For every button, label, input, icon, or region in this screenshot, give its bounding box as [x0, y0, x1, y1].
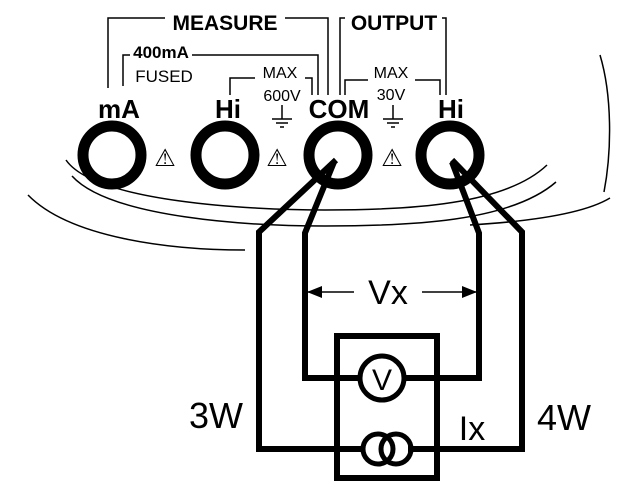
current-source-icon — [360, 431, 414, 467]
jack-ma[interactable] — [77, 120, 147, 190]
jack-label-ma: mA — [98, 94, 140, 124]
ground-icon — [272, 105, 292, 128]
warning-triangle-icon: ⚠ — [266, 145, 288, 172]
hi-to-voltmeter-wire — [405, 160, 482, 381]
warning-triangle-icon: ⚠ — [381, 145, 403, 172]
three-wire-label: 3W — [189, 395, 243, 436]
vx-label: Vx — [368, 274, 408, 312]
ground-icon — [383, 105, 403, 128]
com-to-voltmeter-wire — [302, 160, 360, 381]
3w-com-to-source-wire — [256, 157, 366, 452]
fuse-rating-label: 400mA — [133, 43, 189, 62]
bracket-lines — [107, 17, 447, 95]
instrument-housing — [27, 54, 611, 251]
measure-max-value: 600V — [263, 88, 301, 105]
jack-label-output-hi: Hi — [438, 94, 464, 124]
output-label: OUTPUT — [351, 12, 438, 35]
jack-measure-hi[interactable] — [190, 120, 260, 190]
voltmeter-symbol: V — [372, 364, 392, 397]
ix-label: Ix — [459, 410, 485, 448]
output-max-label: MAX — [374, 65, 409, 82]
fused-label: FUSED — [135, 67, 193, 86]
device-under-test-box — [334, 333, 440, 481]
voltmeter-icon: V — [357, 353, 407, 403]
jack-label-com: COM — [309, 94, 370, 124]
wiring — [256, 157, 525, 452]
four-wire-label: 4W — [537, 397, 591, 438]
vx-arrow — [307, 286, 477, 298]
output-max-value: 30V — [377, 87, 406, 104]
warning-triangle-icon: ⚠ — [154, 145, 176, 172]
measure-max-label: MAX — [263, 65, 298, 82]
measure-label: MEASURE — [172, 12, 277, 35]
jack-label-measure-hi: Hi — [215, 94, 241, 124]
4w-hi-to-source-wire — [408, 157, 525, 452]
